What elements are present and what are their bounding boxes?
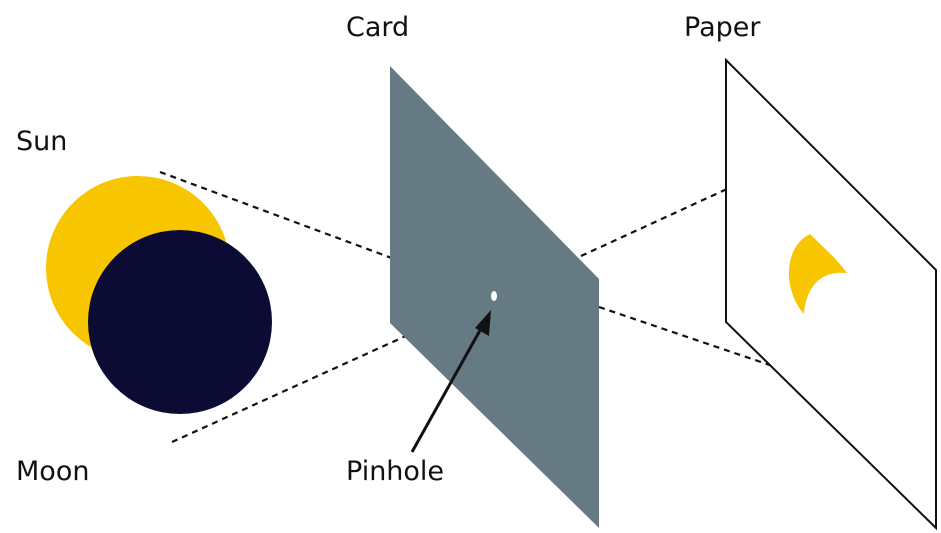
paper-sheet: [725, 57, 937, 531]
card-label: Card: [346, 12, 410, 43]
pinhole: [491, 291, 497, 301]
moon-label: Moon: [16, 456, 90, 487]
paper-label: Paper: [684, 12, 761, 43]
pinhole-arrow-head: [475, 310, 491, 336]
sun-label: Sun: [16, 126, 68, 157]
lower-incoming-ray: [171, 294, 495, 444]
lower-outgoing-ray: [598, 305, 809, 380]
projected-crescent: [788, 234, 847, 314]
pinhole-arrow-shaft: [410, 324, 485, 453]
upper-incoming-ray: [159, 170, 495, 298]
pinhole-label: Pinhole: [346, 456, 445, 487]
moon-disc: [88, 230, 272, 414]
